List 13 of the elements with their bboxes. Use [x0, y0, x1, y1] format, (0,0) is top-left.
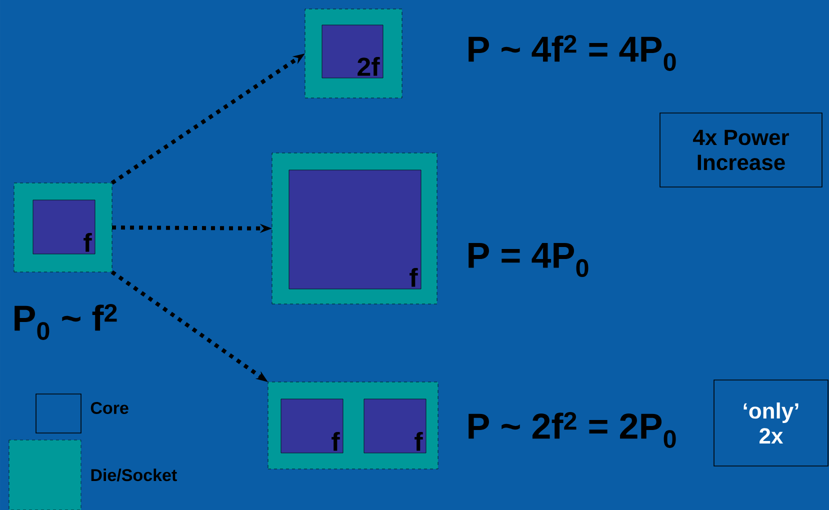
legend-text: Die/Socket — [91, 468, 177, 482]
core-box: 2f — [322, 24, 384, 78]
note-box: 4x Power Increase — [660, 112, 822, 188]
core-box: f — [364, 398, 426, 454]
formula-text: P ~ 4f$^{2}$ = 4P$_{0}$ — [468, 35, 676, 71]
formula-text: P = 4P$_{0}$ — [468, 242, 588, 277]
core-box: f — [32, 200, 96, 254]
formula-text: P ~ 2f$^{2}$ = 2P$_{0}$ — [468, 412, 676, 448]
formula-text: P$_{0}$ ~ f$^{2}$ — [14, 304, 117, 340]
legend-text: Core — [90, 402, 128, 414]
core-box: f — [280, 398, 344, 454]
note-box: ‘only’ 2x — [714, 380, 828, 466]
core-box: f — [288, 170, 422, 290]
